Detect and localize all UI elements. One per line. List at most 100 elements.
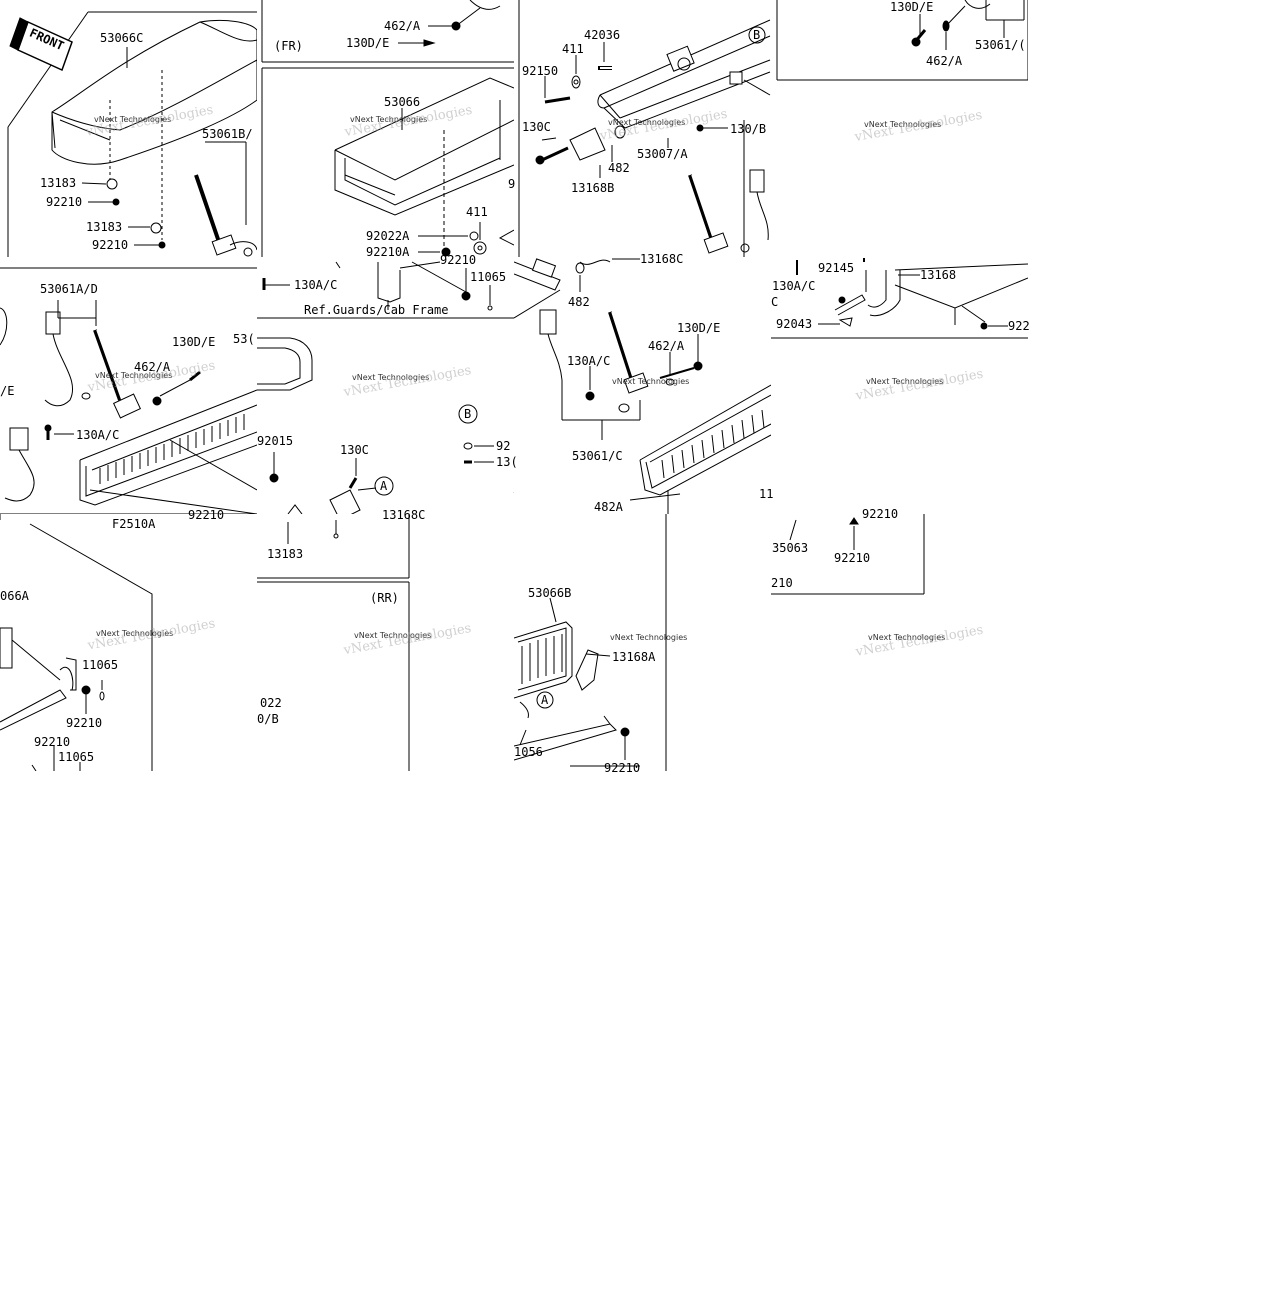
part-label: 482A (594, 500, 624, 514)
tile-rr-header (257, 514, 410, 771)
part-label: 53061/( (975, 38, 1026, 52)
part-label: 462/A (648, 339, 685, 353)
tile3-labels: 53066 92022A 92210A 411 9 (366, 95, 515, 259)
part-label: 92210 (92, 238, 128, 252)
part-label: 53066B (528, 586, 571, 600)
tile-seat-frame (261, 67, 514, 257)
tile-fr-header (261, 0, 514, 63)
watermark: vNext Technologies (598, 107, 729, 144)
tile5-labels: 130D/E 462/A 53061/( (890, 0, 1026, 68)
part-label: 11 (759, 487, 773, 501)
part-label: 1056 (514, 745, 543, 759)
tile6-labels: 53061A/D 130D/E 462/A 130A/C /E 92015 F2… (0, 282, 293, 531)
part-label: 53061A/D (40, 282, 98, 296)
part-label: 53066C (100, 31, 143, 45)
part-label: 13168 (920, 268, 956, 282)
tile12-labels: 13183 13168C (RR) 022 0/B (257, 508, 425, 726)
tile-belt-upper-right (776, 0, 1028, 81)
part-label: 92022A (366, 229, 410, 243)
tile-tailgate-lower (514, 514, 667, 771)
part-label: 11065 (58, 750, 94, 764)
tile1-labels: 53066C 13183 92210 13183 92210 53061B/ (40, 31, 253, 252)
part-label: 066A (0, 589, 30, 603)
part-label: 411 (562, 42, 584, 56)
part-label: 9 (508, 177, 515, 191)
part-label: 53061B/ (202, 127, 253, 141)
view-label-rr: (RR) (370, 591, 399, 605)
part-label: 130C (522, 120, 551, 134)
watermark: vNext Technologies (610, 633, 687, 642)
watermark: vNext Technologies (342, 363, 473, 400)
tile-belts-rear-center (514, 258, 771, 514)
part-label: 92210 (604, 761, 640, 775)
tile8-labels: 13168C 482 130D/E 462/A 130A/C 53061/C 4… (567, 252, 720, 514)
part-label: 130D/E (172, 335, 215, 349)
watermark: vNext Technologies (94, 115, 171, 124)
part-label: 92210 (34, 735, 70, 749)
watermark: vNext Technologies (352, 373, 429, 382)
part-label: 13168A (612, 650, 656, 664)
part-label: 210 (771, 576, 793, 590)
part-label: 462/A (926, 54, 963, 68)
part-label: 13183 (40, 176, 76, 190)
part-label: 92210A (366, 245, 410, 259)
part-label: 13183 (267, 547, 303, 561)
tile-rear-left-hardware (0, 514, 153, 771)
part-label: 0/B (257, 712, 279, 726)
part-label: 92 (496, 439, 510, 453)
watermark: vNext Technologies (96, 629, 173, 638)
part-label: 13168B (571, 181, 614, 195)
tile4-labels: 42036 411 92150 130C 482 13168B 53007/A … (522, 28, 766, 195)
part-label: 13183 (86, 220, 122, 234)
watermarks: vNext Technologies vNext Technologies vN… (84, 103, 985, 660)
view-label-fr: (FR) (274, 39, 303, 53)
watermark: vNext Technologies (864, 120, 941, 129)
part-label: 92043 (776, 317, 812, 331)
tile9-labels: 92145 13168 130A/C C 92043 922 (771, 261, 1030, 333)
tile10-labels: 11 35063 92210 92210 210 (759, 487, 898, 590)
part-label: 130A/C (76, 428, 119, 442)
part-label: 130A/C (567, 354, 610, 368)
tile3-lower-art (262, 261, 493, 311)
part-label: 462/A (384, 19, 421, 33)
watermark: vNext Technologies (854, 367, 985, 404)
part-label: 92015 (257, 434, 293, 448)
part-label: C (771, 295, 778, 309)
callout-a: A (380, 479, 388, 493)
part-label: 53007/A (637, 147, 688, 161)
part-label: 130D/E (677, 321, 720, 335)
tile3-lower-labels: 130A/C Ref.Guards/Cab Frame 92210 11065 (294, 253, 506, 317)
tile-rail-bracket (518, 0, 771, 257)
reference-note: Ref.Guards/Cab Frame (304, 303, 449, 317)
part-label: 92210 (188, 508, 224, 522)
watermark: vNext Technologies (868, 633, 945, 642)
tile-seat-cushion-front: FRONT (7, 11, 257, 257)
part-label: 922 (1008, 319, 1030, 333)
part-label: 411 (466, 205, 488, 219)
part-label: 130D/E (346, 36, 389, 50)
watermark: vNext Technologies (608, 118, 685, 127)
watermark: vNext Technologies (86, 616, 217, 653)
part-label: 53( (233, 332, 255, 346)
part-label: 92150 (522, 64, 558, 78)
part-label: 13( (496, 455, 518, 469)
watermark: vNext Technologies (95, 371, 172, 380)
part-label: 53061/C (572, 449, 623, 463)
callout-b: B (753, 28, 760, 42)
part-label: 92210 (46, 195, 82, 209)
part-label: 130/B (730, 122, 766, 136)
watermark: vNext Technologies (354, 631, 431, 640)
part-label: 92210 (862, 507, 898, 521)
tile2-labels: 462/A 130D/E (FR) (274, 19, 421, 53)
tile11-labels: 066A 11065 92210 92210 11065 (0, 589, 118, 764)
part-label: 92210 (834, 551, 870, 565)
part-label: 482 (568, 295, 590, 309)
watermark: vNext Technologies (854, 623, 985, 660)
part-label: 130A/C (772, 279, 815, 293)
tile-bracket-right (771, 258, 1028, 339)
watermark: vNext Technologies (866, 377, 943, 386)
tile7-labels: 130C A B 92 13( (340, 407, 518, 493)
part-label: 11065 (470, 270, 506, 284)
part-label: 11065 (82, 658, 118, 672)
